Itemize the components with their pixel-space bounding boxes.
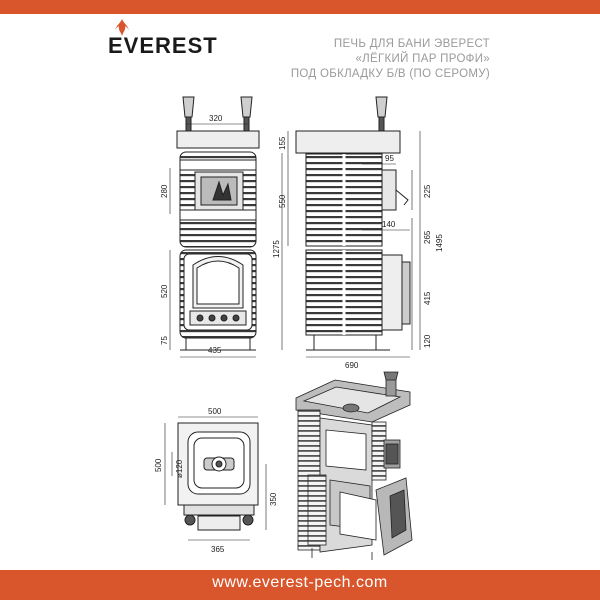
dim-side-h1275: 1275 <box>272 240 281 258</box>
brand-logo: EVEREST <box>108 33 218 58</box>
website-link[interactable]: www.everest-pech.com <box>212 574 388 591</box>
top-view <box>164 416 267 541</box>
title-line-2: «ЛЁГКИЙ ПАР ПРОФИ» <box>355 53 490 65</box>
dim-side-h155: 155 <box>278 136 287 150</box>
dim-side-h225: 225 <box>423 184 432 198</box>
flame-icon <box>115 19 129 36</box>
dim-side-h550: 550 <box>278 194 287 208</box>
dim-top-w365: 365 <box>211 545 225 554</box>
dim-front-h520: 520 <box>160 284 169 298</box>
front-view <box>169 96 260 358</box>
top-accent-band-svg <box>0 0 600 14</box>
dim-top-h350: 350 <box>269 492 278 506</box>
dim-side-h120: 120 <box>423 334 432 348</box>
dim-side-d95: 95 <box>385 154 394 163</box>
dim-top-depth: 500 <box>154 458 163 472</box>
page-title: ПЕЧЬ ДЛЯ БАНИ ЭВЕРЕСТ «ЛЁГКИЙ ПАР ПРОФИ»… <box>291 37 490 82</box>
side-view <box>281 96 421 358</box>
bottom-accent-band <box>0 570 600 600</box>
dim-side-h1495: 1495 <box>435 234 444 252</box>
dim-top-flue: ø120 <box>175 459 184 478</box>
dim-front-h280: 280 <box>160 184 169 198</box>
dim-side-h415: 415 <box>423 291 432 305</box>
dim-front-h75: 75 <box>160 336 169 345</box>
dim-top-width: 500 <box>208 407 222 416</box>
title-line-1: ПЕЧЬ ДЛЯ БАНИ ЭВЕРЕСТ <box>333 38 490 50</box>
dim-side-d140: 140 <box>382 220 396 229</box>
dim-side-h265: 265 <box>423 230 432 244</box>
title-line-3: ПОД ОБКЛАДКУ Б/В (ПО СЕРОМУ) <box>290 68 490 80</box>
dim-front-base-width: 435 <box>208 346 222 355</box>
cutaway-3d-view <box>295 371 413 560</box>
dim-front-top-width: 320 <box>209 114 223 123</box>
dim-side-depth: 690 <box>345 361 359 370</box>
